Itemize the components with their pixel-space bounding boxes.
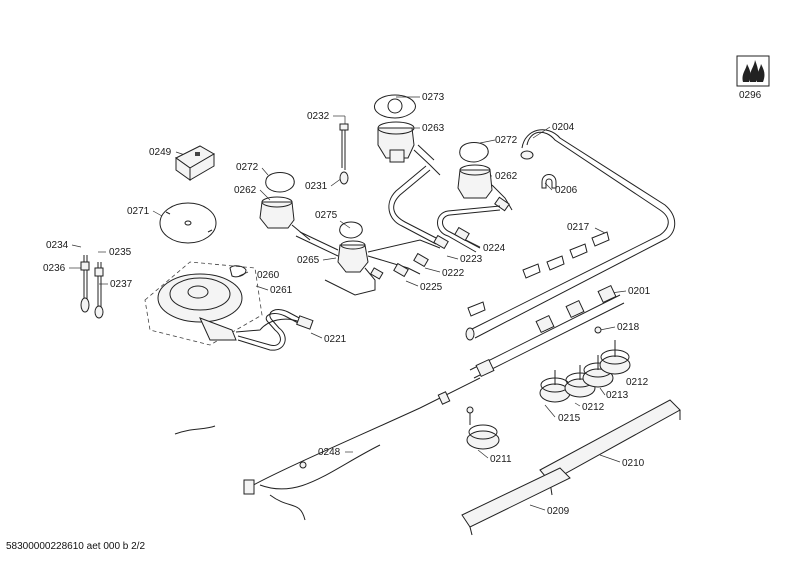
- valve-assembly-0262-right: [457, 142, 513, 212]
- label-0210: 0210: [622, 458, 645, 469]
- label-0206: 0206: [555, 185, 578, 196]
- label-0275: 0275: [315, 210, 338, 221]
- valve-rail-0201: [469, 284, 625, 379]
- gas-supply-pipe-0204: [465, 129, 676, 341]
- label-0272-right: 0272: [495, 135, 518, 146]
- label-0222: 0222: [442, 268, 465, 279]
- label-0224: 0224: [483, 243, 506, 254]
- label-0221: 0221: [324, 334, 347, 345]
- label-0265: 0265: [297, 255, 320, 266]
- valve-assembly-0262-left: [259, 172, 311, 241]
- label-0212-bottom: 0212: [582, 402, 605, 413]
- valve-0265: [295, 221, 441, 296]
- label-0225: 0225: [420, 282, 443, 293]
- valves-0212: [539, 340, 631, 403]
- gas-valve-0263: [377, 121, 441, 176]
- label-0223: 0223: [460, 254, 483, 265]
- part-labels: 0296 0273 0232 0263 0272 0204 0249 0272 …: [43, 90, 762, 517]
- screw-0218: [594, 326, 602, 334]
- label-0260: 0260: [257, 270, 280, 281]
- gas-flame-icon: [736, 55, 770, 87]
- burner-0260: [144, 261, 301, 346]
- label-0211: 0211: [490, 454, 512, 465]
- label-0248: 0248: [318, 447, 341, 458]
- label-0232: 0232: [307, 111, 330, 122]
- document-footer: 58300000228610 aet 000 b 2/2: [6, 541, 146, 552]
- label-0272-left: 0272: [236, 162, 259, 173]
- label-0263: 0263: [422, 123, 445, 134]
- label-0273: 0273: [422, 92, 445, 103]
- label-0235: 0235: [109, 247, 132, 258]
- label-0209: 0209: [547, 506, 570, 517]
- label-0261: 0261: [270, 285, 293, 296]
- label-0262-left: 0262: [234, 185, 257, 196]
- pipe-clip-0206: [541, 174, 557, 189]
- valve-0211: [466, 406, 500, 450]
- label-0215: 0215: [558, 413, 581, 424]
- label-0204: 0204: [552, 122, 575, 133]
- label-0234: 0234: [46, 240, 69, 251]
- label-0249: 0249: [149, 147, 172, 158]
- label-0218: 0218: [617, 322, 640, 333]
- wiring-harness-0248: [174, 377, 481, 521]
- gasket-0273: [374, 94, 416, 119]
- label-0296: 0296: [739, 90, 762, 101]
- brackets-0217: [467, 231, 610, 317]
- thermocouple-0232: [339, 123, 349, 185]
- label-0231: 0231: [305, 181, 328, 192]
- label-0217: 0217: [567, 222, 590, 233]
- gas-pipes: [369, 165, 501, 280]
- label-0271: 0271: [127, 206, 150, 217]
- label-0236: 0236: [43, 263, 66, 274]
- gas-pipe-0221: [237, 309, 314, 351]
- label-0262-right: 0262: [495, 171, 518, 182]
- gasket-0271: [159, 202, 217, 244]
- support-tray-0209: [461, 467, 571, 536]
- ignition-electrodes: [80, 255, 104, 319]
- label-0213: 0213: [606, 390, 629, 401]
- connector-0249: [175, 145, 215, 181]
- label-0201: 0201: [628, 286, 651, 297]
- label-0237: 0237: [110, 279, 133, 290]
- label-0212-top: 0212: [626, 377, 649, 388]
